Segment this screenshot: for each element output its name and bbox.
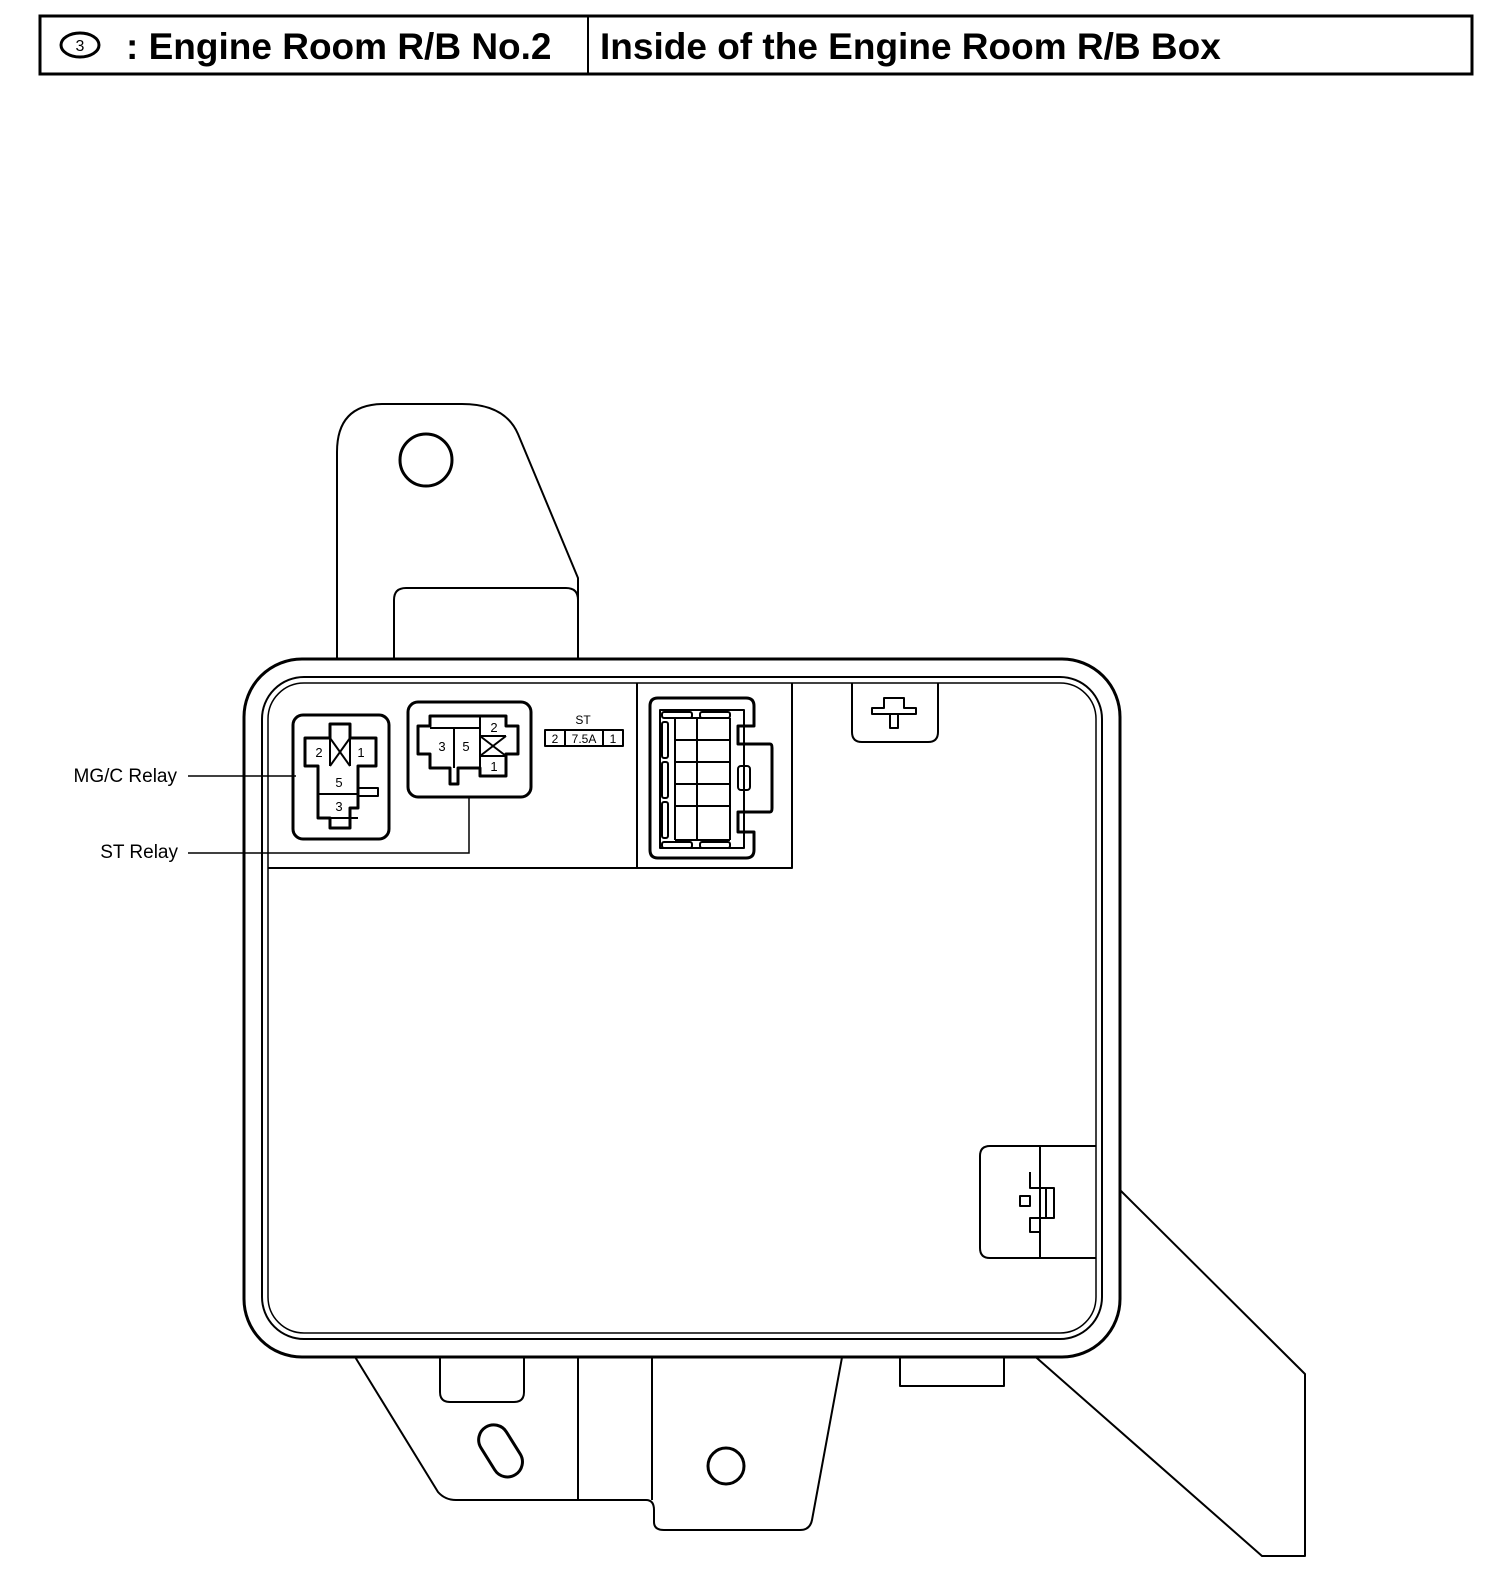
header-box: 3 : Engine Room R/B No.2 Inside of the E… [38,14,1474,76]
connector [648,696,774,860]
st-relay-pin-label: 2 [490,720,497,735]
st-relay-pin-label: 3 [438,739,445,754]
mount-hole-top [398,432,454,488]
st-relay-label: ST Relay [100,842,178,863]
callout-st-relay: ST Relay [100,798,470,863]
mgc-relay: 2 1 5 3 [291,713,391,841]
mount-hole-bottom [706,1446,746,1486]
mgc-pin-label: 1 [357,745,364,760]
bottom-bracket [351,1351,844,1531]
relay-box-housing [242,657,1122,1359]
location-description: Inside of the Engine Room R/B Box [600,26,1221,67]
location-name: : Engine Room R/B No.2 [126,26,552,67]
st-relay-pin-label: 1 [490,759,497,774]
location-number: 3 [76,38,85,55]
location-number-badge: 3 [59,31,101,59]
right-bracket [1029,1187,1306,1557]
bottom-tab [899,1356,1005,1387]
mgc-pin-label: 3 [335,799,342,814]
fuse-name: ST [575,713,591,727]
callout-mgc-relay: MG/C Relay [74,766,296,787]
right-clip [979,1145,1096,1259]
fuse-rating: 7.5A [572,732,597,746]
st-relay-pin-label: 5 [462,739,469,754]
mgc-pin-label: 5 [335,775,342,790]
mgc-relay-label: MG/C Relay [74,766,178,787]
top-bracket [336,403,579,660]
mgc-pin-label: 2 [315,745,322,760]
st-fuse: ST 2 7.5A 1 [544,713,624,747]
top-clip [851,683,939,743]
slot-hole [477,1423,524,1479]
st-relay: 3 5 2 1 [406,700,533,799]
fuse-pin-left: 2 [552,732,559,746]
fuse-pin-right: 1 [610,732,617,746]
